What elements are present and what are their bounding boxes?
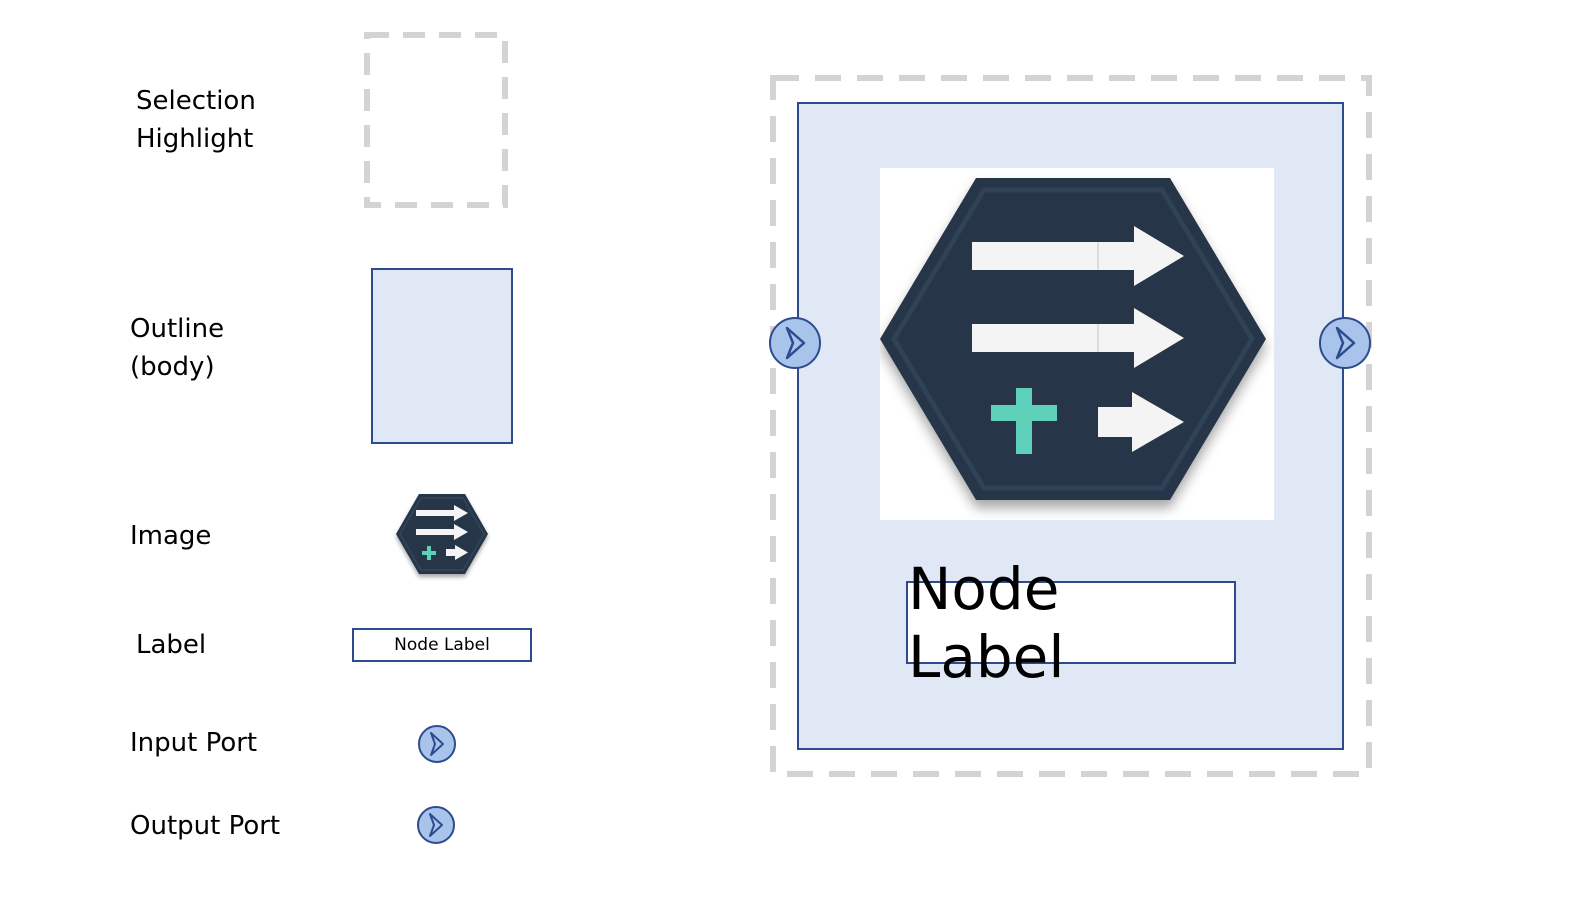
legend-label: Label (136, 630, 207, 660)
node-selection-highlight (770, 75, 1372, 777)
selection-highlight-sample (364, 32, 508, 208)
output-port-sample-icon (417, 806, 455, 844)
input-port-sample-icon (418, 725, 456, 763)
node-image-sample-icon (396, 494, 488, 574)
legend-input-port: Input Port (130, 728, 258, 758)
data-merge-hexagon-icon (880, 178, 1266, 500)
node-output-port-icon[interactable] (1317, 315, 1373, 371)
legend-image: Image (130, 521, 212, 551)
label-sample: Node Label (352, 628, 532, 662)
node-image (880, 168, 1274, 520)
node-input-port-icon[interactable] (767, 315, 823, 371)
legend-output-port: Output Port (130, 811, 281, 841)
legend-outline-body: Outline (body) (130, 314, 225, 382)
node-label[interactable]: Node Label (906, 555, 1236, 691)
legend-selection-highlight: Selection Highlight (136, 86, 256, 154)
outline-body-sample (371, 268, 513, 444)
